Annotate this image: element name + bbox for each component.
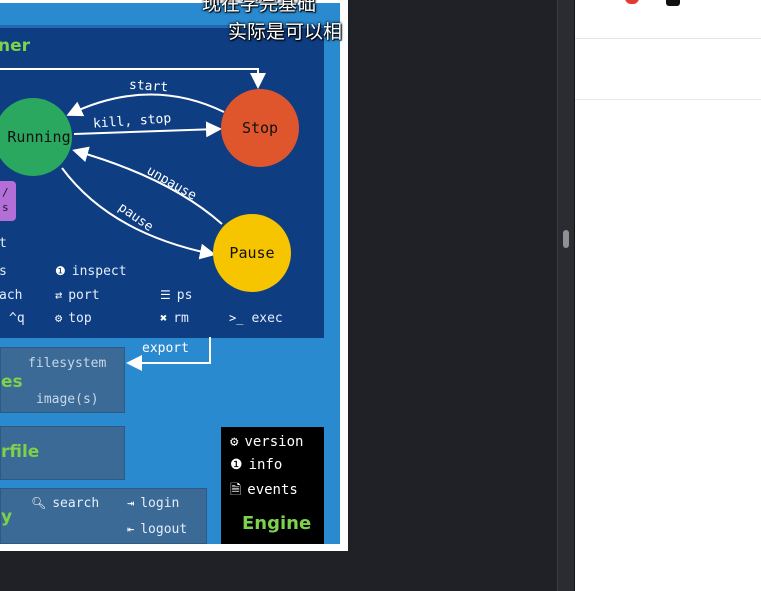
images-images: image(s): [36, 392, 99, 407]
logout-icon: ⇤: [127, 522, 135, 536]
list-icon: ☰: [160, 288, 171, 302]
cmd-top: ⚙top: [55, 311, 92, 326]
engine-events: 🗎events: [230, 482, 298, 498]
images-title: es: [1, 372, 23, 392]
cmd-row1-col0: s: [0, 264, 7, 279]
subtitle-line2: 实际是可以相: [228, 21, 343, 43]
cmd-ps: ☰ps: [160, 288, 193, 303]
right-toolbar: [575, 0, 761, 39]
registry-logout: ⇤logout: [127, 522, 188, 537]
state-arrows: [0, 68, 266, 260]
cmd-exec: >_exec: [229, 311, 283, 326]
swap-icon: ⇄: [55, 288, 63, 302]
purple-tag: / s: [0, 181, 16, 221]
export-arrow: [126, 337, 211, 371]
running-state: Running: [0, 98, 72, 176]
cmd-row2-col0: ach: [0, 288, 23, 303]
right-panel: [575, 0, 761, 591]
container-title: ner: [0, 36, 31, 56]
running-label: Running: [7, 128, 71, 146]
cmd-row0-col0: t: [0, 236, 7, 251]
pause-label: Pause: [229, 244, 275, 262]
right-divider: [575, 99, 761, 100]
info-icon: ❶: [230, 457, 243, 473]
registry-title: y: [1, 507, 13, 527]
top-flow-arrow: [0, 68, 266, 89]
engine-version: ⚙version: [230, 434, 304, 450]
notification-bell-icon[interactable]: [625, 0, 639, 4]
registry-box: y 🔍︎search ⇥login ⇤logout: [0, 488, 207, 544]
video-player[interactable]: ner start kill, stop: [0, 0, 348, 551]
registry-search: 🔍︎search: [31, 496, 100, 511]
start-label: start: [128, 77, 169, 96]
images-box: es filesystem image(s): [0, 347, 125, 413]
info-icon: ❶: [55, 264, 66, 278]
unpause-arrow: [72, 146, 223, 225]
close-icon: ✖: [160, 311, 168, 325]
cmd-port: ⇄port: [55, 288, 100, 303]
stop-label: Stop: [241, 119, 279, 137]
container-panel: ner start kill, stop: [0, 25, 324, 338]
pause-arrow: [61, 167, 216, 260]
docker-diagram-slide: ner start kill, stop: [0, 3, 340, 544]
panel-splitter[interactable]: [557, 0, 575, 591]
purple-tag-line1: /: [2, 186, 9, 199]
splitter-grip-handle[interactable]: [563, 230, 569, 248]
terminal-icon: >_: [229, 311, 244, 325]
engine-title: Engine: [242, 513, 312, 534]
document-icon: 🗎: [230, 482, 242, 498]
search-icon: 🔍︎: [31, 496, 47, 510]
registry-login: ⇥login: [127, 496, 180, 511]
pause-state: Pause: [213, 214, 291, 292]
cmd-rm: ✖rm: [160, 311, 189, 326]
user-icon[interactable]: [666, 0, 680, 6]
kill-stop-arrow: [73, 121, 222, 138]
cmd-row3-col0: ^q: [9, 311, 25, 326]
login-icon: ⇥: [127, 496, 135, 510]
dockerfile-box: rfile: [0, 426, 125, 480]
stop-state: Stop: [221, 89, 299, 167]
purple-tag-line2: s: [2, 201, 9, 214]
subtitle-line1: 现在学完基础: [202, 0, 317, 15]
dockerfile-title: rfile: [1, 442, 40, 462]
start-arrow: [66, 93, 225, 117]
gear-icon: ⚙: [230, 434, 239, 450]
export-label: export: [142, 341, 189, 356]
images-filesystem: filesystem: [28, 356, 107, 371]
gears-icon: ⚙: [55, 311, 63, 325]
